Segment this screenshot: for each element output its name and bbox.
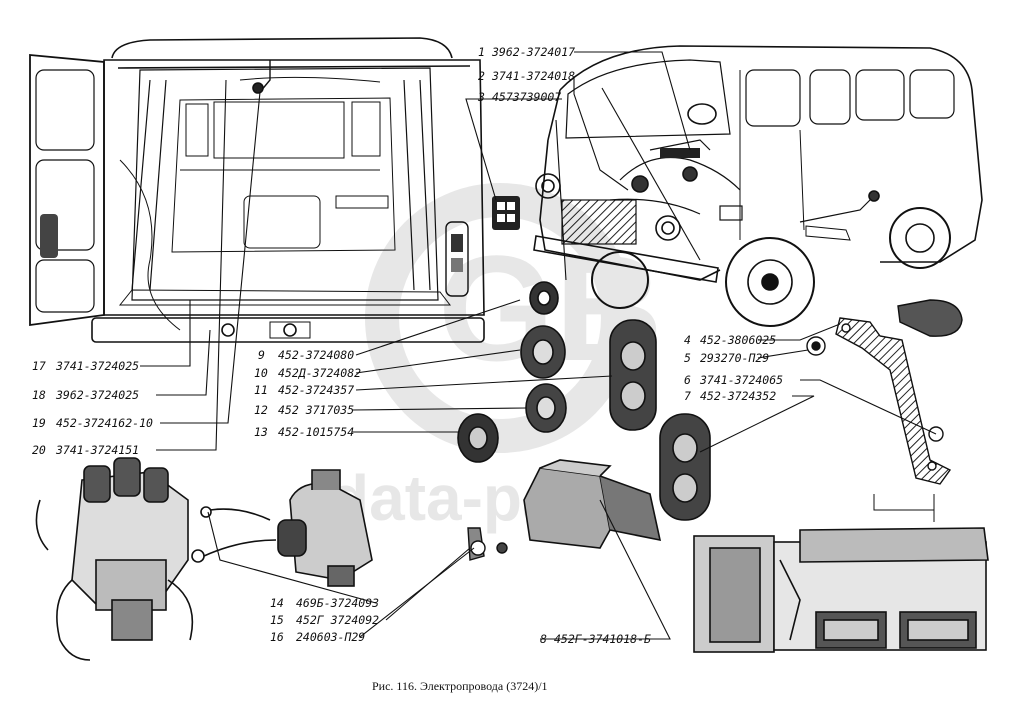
ignition-coil: [191, 469, 373, 587]
callout-7-num: 7: [684, 389, 691, 403]
grommet-9: [529, 281, 559, 315]
callout-14-code: 469Б-3724093: [296, 596, 379, 610]
callout-10-num: 10: [254, 366, 268, 380]
grommet-11: [609, 319, 657, 431]
callout-9-num: 9: [258, 348, 265, 362]
callout-5-num: 5: [684, 351, 691, 365]
callout-6-code: 3741-3724065: [699, 373, 783, 387]
callout-labels: 1 3962-3724017 2 3741-3724018 3 45737390…: [32, 45, 783, 646]
callout-4-num: 4: [684, 333, 691, 347]
van-rear-view: [29, 37, 485, 343]
callout-9-code: 452-3724080: [278, 348, 354, 362]
callout-11-code: 452-3724357: [278, 383, 354, 397]
callout-13-code: 452-1015754: [278, 425, 354, 439]
callout-3-code: 4573739007: [492, 90, 561, 104]
callout-20-num: 20: [32, 443, 46, 457]
callout-5-code: 293270-П29: [700, 351, 769, 365]
grommet-12: [525, 383, 567, 433]
leader-lines: [140, 51, 937, 640]
clip-16: [467, 527, 508, 561]
callout-19-num: 19: [32, 416, 46, 430]
callout-12-code: 452 3717035: [278, 403, 354, 417]
callout-2-code: 3741-3724018: [491, 69, 575, 83]
grommet-13: [457, 413, 499, 463]
callout-20-code: 3741-3724151: [55, 443, 139, 457]
callout-14-num: 14: [270, 596, 284, 610]
connector-block-3: [492, 196, 520, 230]
callout-3-num: 3: [477, 90, 485, 104]
callout-17-code: 3741-3724025: [55, 359, 139, 373]
callout-1-num: 1: [478, 45, 485, 59]
callout-8-code: 452Г-3741018-Б: [554, 632, 651, 646]
callout-17-num: 17: [32, 359, 46, 373]
ground-strap: [806, 299, 963, 485]
callout-1-code: 3962-3724017: [491, 45, 575, 59]
callout-16-code: 240603-П29: [296, 630, 365, 644]
grommets: [457, 281, 711, 521]
callout-12-num: 12: [254, 403, 268, 417]
callout-8-num: 8: [540, 632, 547, 646]
callout-16-num: 16: [270, 630, 284, 644]
callout-13-num: 13: [254, 425, 268, 439]
callout-18-num: 18: [32, 388, 46, 402]
grommet-10: [520, 325, 566, 379]
callout-10-code: 452Д-3724082: [278, 366, 361, 380]
callout-18-code: 3962-3724025: [55, 388, 139, 402]
callout-11-num: 11: [254, 383, 268, 397]
van-front-view: [533, 45, 983, 327]
cover-8: [523, 459, 662, 549]
engine-block: [693, 494, 989, 653]
callout-7-code: 452-3724352: [700, 389, 776, 403]
grommet-7: [659, 413, 711, 521]
callout-19-code: 452-3724162-10: [56, 416, 153, 430]
callout-4-code: 452-3806025: [700, 333, 776, 347]
figure-caption: Рис. 116. Электропровода (3724)/1: [372, 679, 548, 693]
callout-6-num: 6: [684, 373, 691, 387]
callout-15-num: 15: [270, 613, 284, 627]
distributor: [35, 457, 194, 661]
callout-2-num: 2: [478, 69, 485, 83]
callout-15-code: 452Г 3724092: [296, 613, 379, 627]
